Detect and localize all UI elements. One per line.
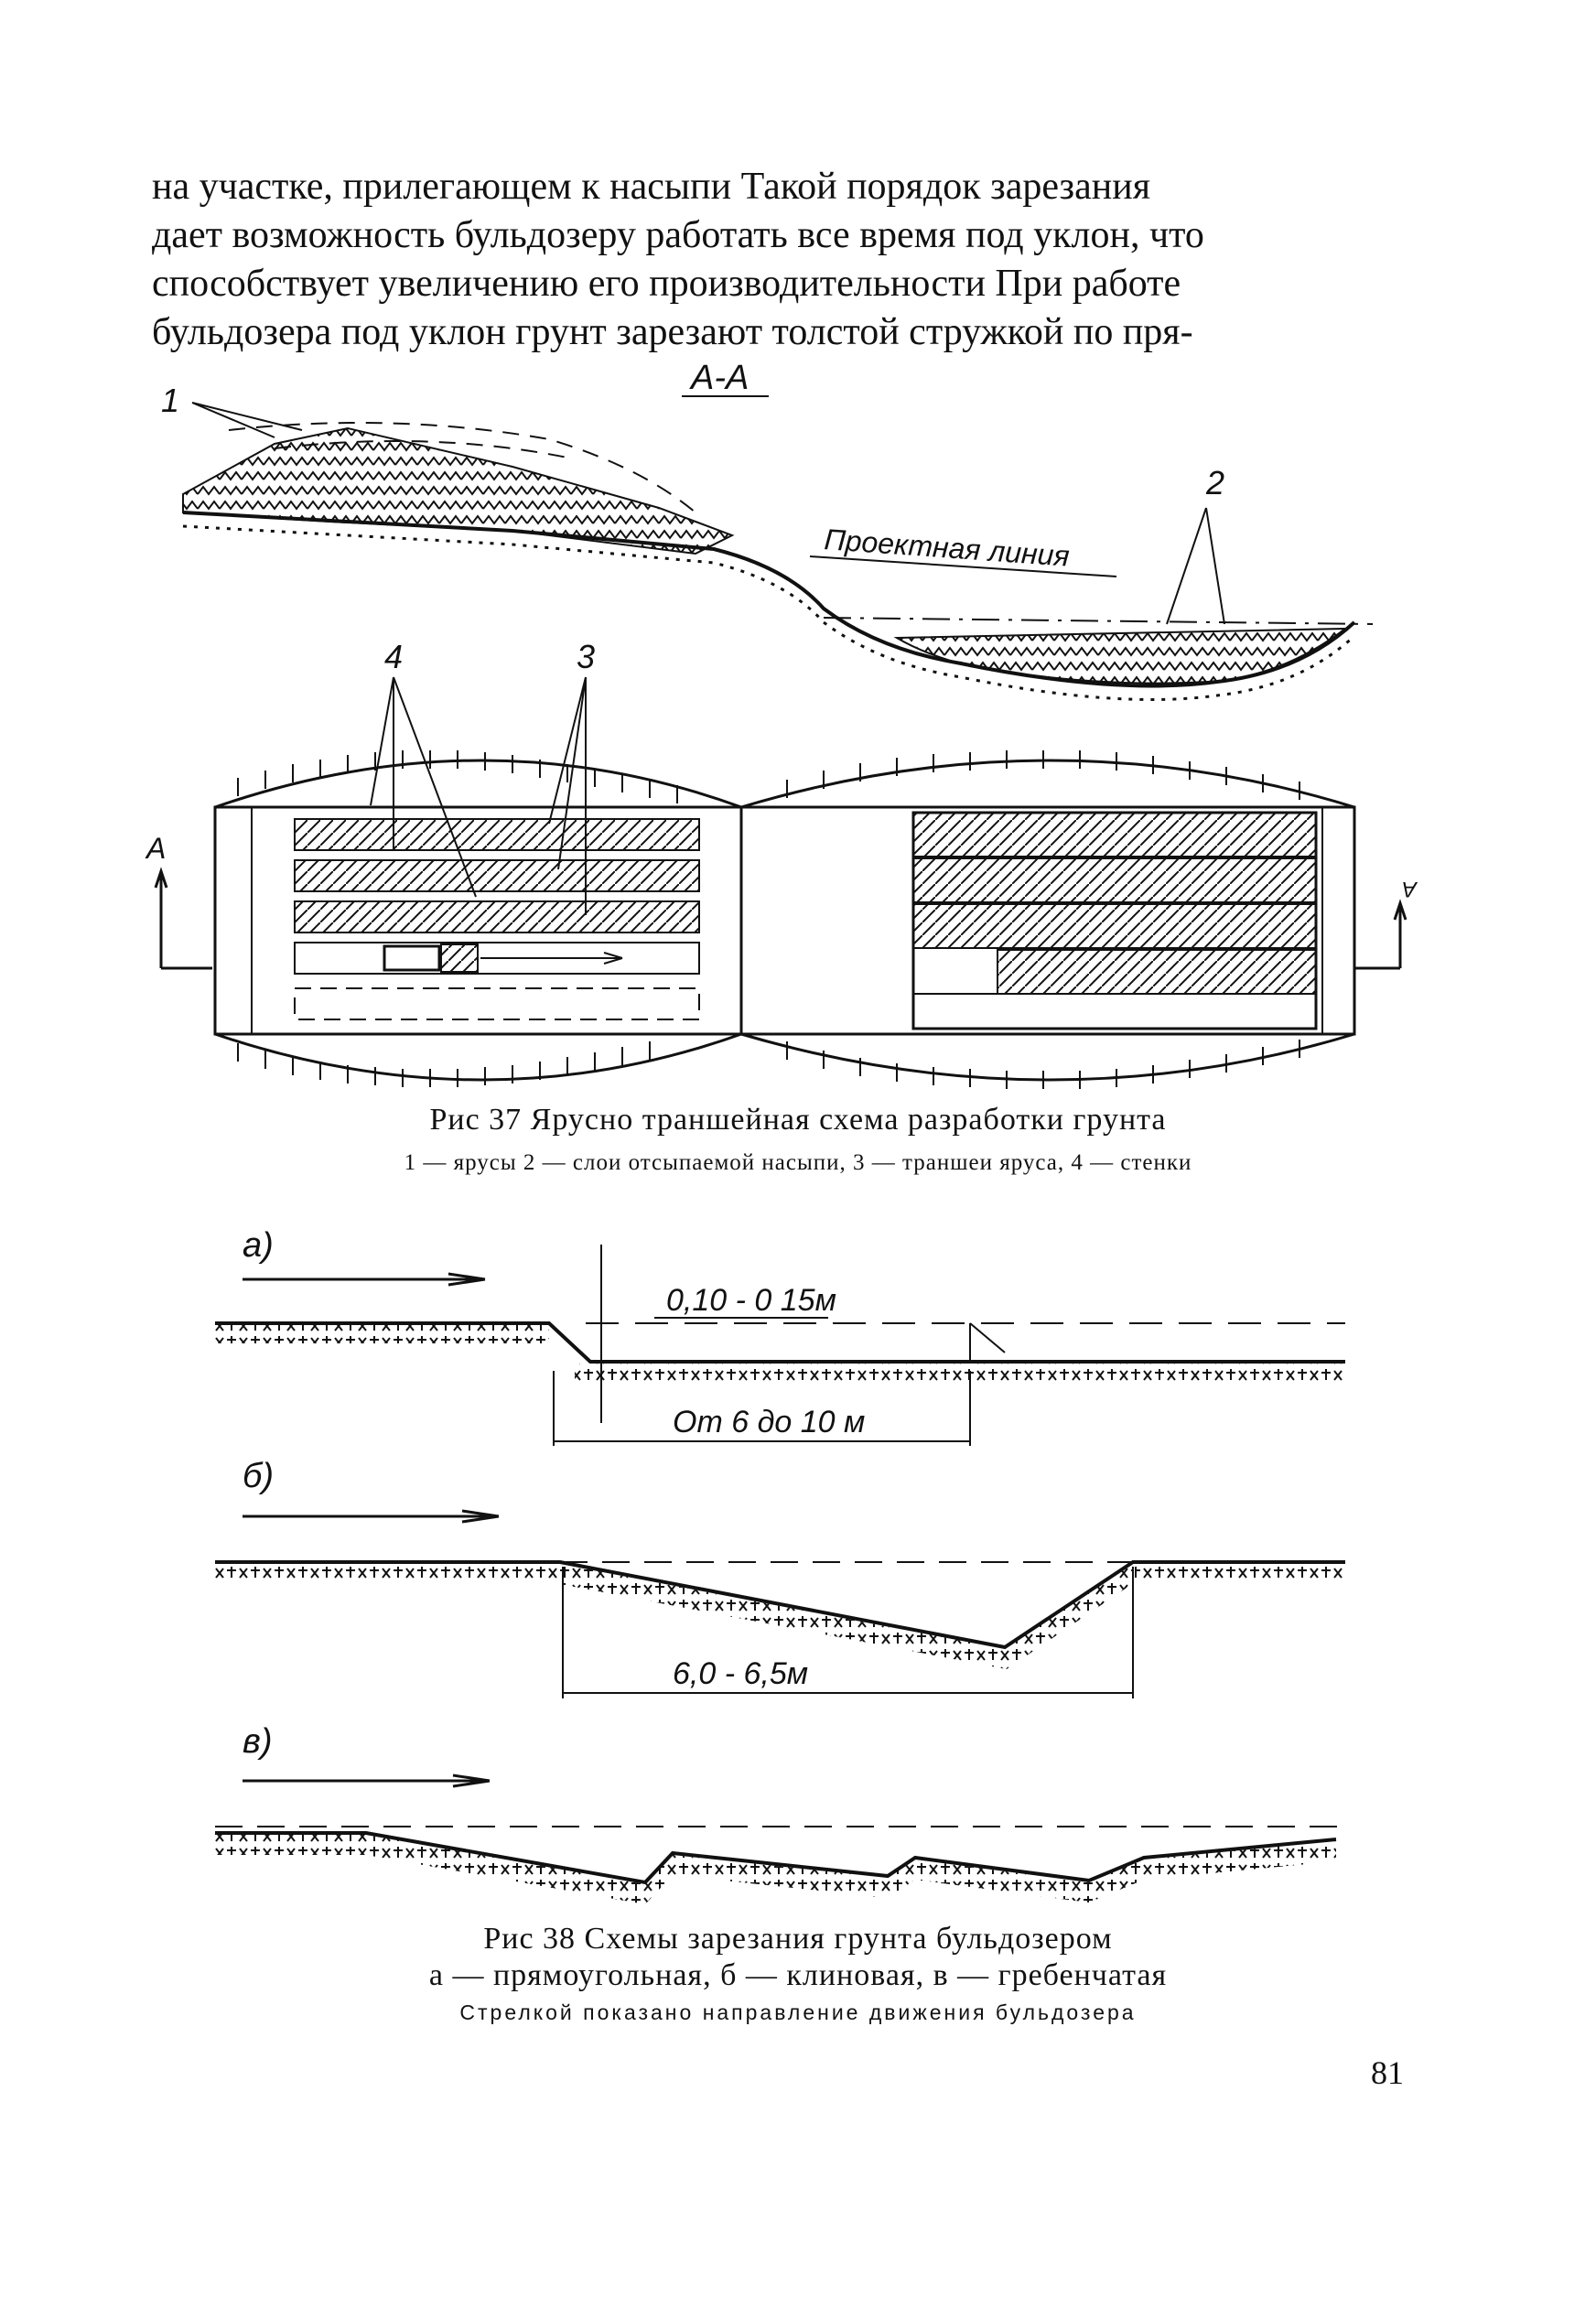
design-line [823, 617, 1374, 625]
plan-right-base [739, 805, 1356, 1036]
profile-b-soil-left [215, 1564, 560, 1582]
right-trench-strip [912, 903, 1317, 949]
design-line-label-underline [809, 555, 1117, 577]
body-line: на участке, прилегающем к насыпи Такой п… [152, 166, 1151, 208]
right-trench-strip [912, 857, 1317, 903]
figure38-drawing: а) 0,10 - 0 15м От 6 до 10 м б) 6,0 - 6,… [215, 1226, 1345, 1904]
panel-b-label: б) [243, 1457, 274, 1495]
trench-strip-planned [294, 987, 700, 1020]
trench-strip-active [294, 942, 700, 975]
right-trench-strip [997, 949, 1317, 995]
wedge-length-dimension: 6,0 - 6,5м [673, 1656, 808, 1691]
profile-a-next-cut [969, 1322, 1006, 1362]
figure37-plan-drawing: 4 3 А А [145, 638, 1418, 1089]
profile-b-dimension-line [562, 1567, 1134, 1698]
movement-arrow-icon [480, 952, 623, 965]
ground-hatch [182, 524, 1356, 701]
plan-slope-ticks-top [237, 750, 1300, 803]
panel-c-label: в) [243, 1722, 273, 1761]
profile-a-soil-right [575, 1364, 1345, 1384]
section-label: А-А [689, 359, 749, 397]
depth-dimension: 0,10 - 0 15м [666, 1283, 836, 1318]
plan-slope-ticks-bottom [237, 1040, 1300, 1089]
trench-strip [294, 900, 700, 933]
figure38-caption: Рис 38 Схемы зарезания грунта бульдозеро… [483, 1922, 1113, 1956]
direction-arrow-a-icon [243, 1272, 486, 1287]
direction-arrow-b-icon [243, 1509, 500, 1524]
figure37-section-drawing: А-А 1 Проектная линия 2 [161, 359, 1374, 701]
fill-layers [893, 627, 1349, 685]
direction-arrow-c-icon [243, 1773, 491, 1788]
trench-strip [294, 818, 700, 851]
section-arrow-left-icon [154, 867, 212, 970]
body-line: бульдозера под уклон грунт зарезают толс… [152, 311, 1193, 353]
length-dimension-line [553, 1371, 971, 1446]
embankment-layers [182, 426, 735, 555]
callout-2-leaders [1166, 507, 1225, 625]
figure38-legend: а — прямоугольная, б — клиновая, в — гре… [428, 1958, 1168, 1992]
length-dimension: От 6 до 10 м [673, 1405, 865, 1439]
profile-a-soil-left [215, 1325, 549, 1343]
section-mark-left: А [145, 832, 166, 865]
profile-b-surface [215, 1560, 1345, 1650]
callout-3: 3 [577, 638, 595, 675]
callout-1: 1 [161, 382, 179, 419]
callout-1-leaders [191, 402, 303, 438]
right-trench-strip [912, 812, 1317, 857]
section-arrow-right-icon [1354, 899, 1407, 970]
figure38-note: Стрелкой показано направление движения б… [459, 2000, 1137, 2024]
profile-b-soil-right [1135, 1564, 1345, 1582]
body-paragraph: на участке, прилегающем к насыпи Такой п… [152, 163, 1400, 357]
bulldozer-icon [383, 944, 441, 972]
soil-mass-icon [440, 943, 479, 973]
section-mark-right: А [1402, 877, 1418, 901]
page-number: 81 [1371, 2054, 1404, 2091]
profile-a-surface [215, 1321, 1345, 1364]
figure37-legend: 1 — ярусы 2 — слои отсыпаемой насыпи, 3 … [404, 1150, 1192, 1175]
panel-a-label: а) [243, 1226, 274, 1265]
profile-c-surface [215, 1831, 1337, 1885]
callout-2: 2 [1205, 464, 1224, 501]
body-line: дает возможность бульдозеру работать все… [152, 214, 1204, 256]
profile-c-soil [215, 1835, 1336, 1904]
trench-strip [294, 859, 700, 892]
figure37-caption: Рис 37 Ярусно траншейная схема разработк… [429, 1103, 1167, 1137]
body-line: способствует увеличению его производител… [152, 263, 1181, 305]
embankment-outline-dashed [228, 422, 696, 513]
callout-4: 4 [384, 638, 403, 675]
